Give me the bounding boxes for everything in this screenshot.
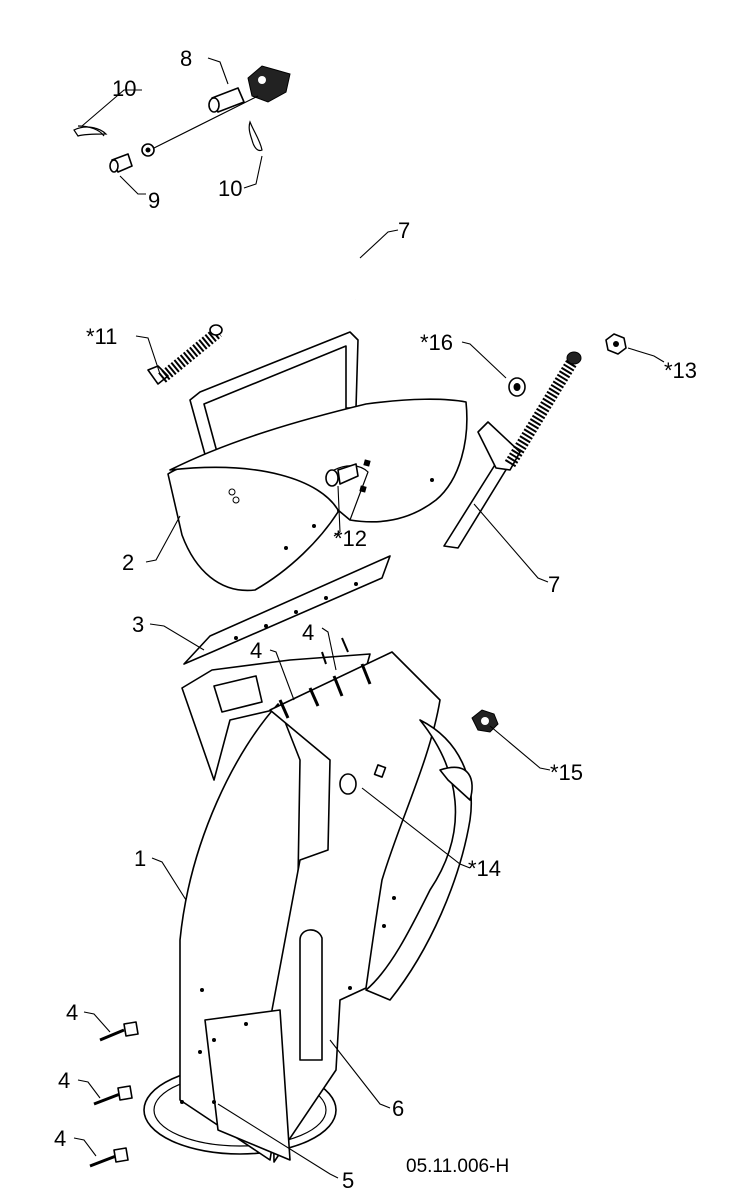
callout-15: *15 [550, 760, 583, 785]
callout-16: *16 [420, 330, 453, 355]
callout-14: *14 [468, 856, 501, 881]
callout-9: 9 [148, 188, 160, 213]
nut-small [605, 333, 627, 355]
callout-8: 8 [180, 46, 192, 71]
bracket-strip [183, 555, 391, 665]
rivets-left [89, 1021, 139, 1168]
deflector [167, 331, 468, 592]
callout-11: *11 [86, 324, 117, 349]
callout-3: 3 [132, 612, 144, 637]
callout-labels: 8 10 9 10 7 *11 *16 *13 2 *12 7 3 4 4 *1… [54, 46, 697, 1193]
callout-12: *12 [334, 526, 367, 551]
cable-assembly [73, 65, 357, 301]
callout-4-a: 4 [250, 638, 262, 663]
callout-13: *13 [664, 358, 697, 383]
callout-4-c: 4 [66, 1000, 78, 1025]
nut-large [471, 709, 499, 733]
rivets-top [278, 637, 372, 719]
callout-4-b: 4 [302, 620, 314, 645]
callout-6: 6 [392, 1096, 404, 1121]
spring [147, 324, 223, 385]
callout-7-lower: 7 [548, 572, 560, 597]
drawing-number: 05.11.006-H [406, 1156, 509, 1177]
washer [508, 377, 526, 397]
callout-10-left: 10 [112, 76, 136, 101]
callout-5: 5 [342, 1168, 354, 1193]
callout-4-d: 4 [58, 1068, 70, 1093]
leader-lines [73, 57, 665, 1179]
control-rod [443, 351, 582, 549]
callout-7-top: 7 [398, 218, 410, 243]
chute-assembly [143, 651, 473, 1163]
callout-10-right: 10 [218, 176, 242, 201]
callout-2: 2 [122, 550, 134, 575]
callout-4-e: 4 [54, 1126, 66, 1151]
callout-1: 1 [134, 846, 146, 871]
